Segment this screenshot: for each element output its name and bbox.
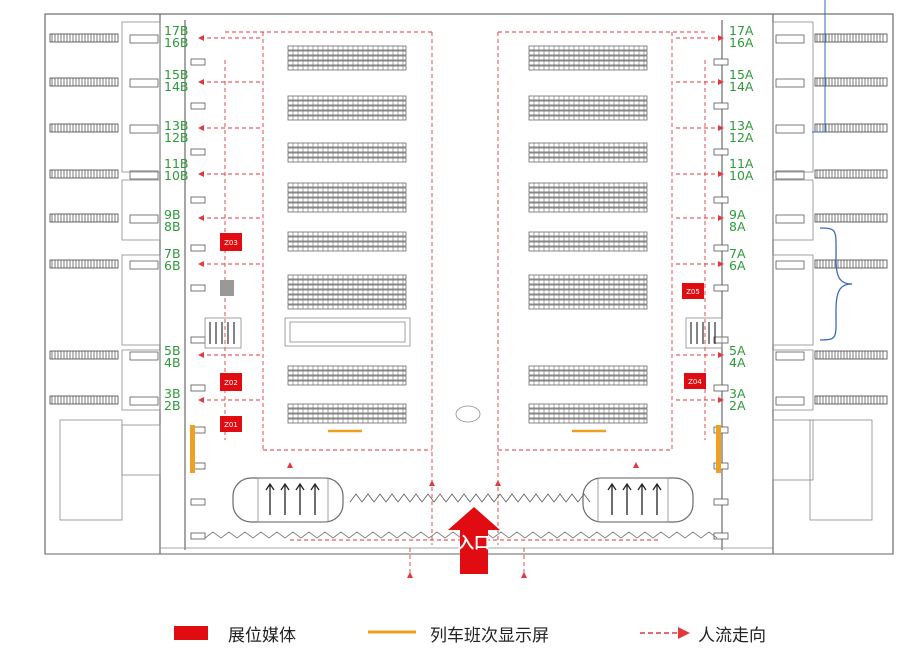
ad-booth-z04[interactable]: Z04 (684, 373, 706, 389)
gate-label-15A: 15A (729, 67, 754, 82)
legend-ad-swatch (174, 626, 208, 640)
svg-text:Z01: Z01 (224, 421, 238, 429)
left-seating-area (287, 45, 407, 424)
gate-label-2B: 2B (164, 398, 181, 413)
right-escalator (582, 477, 694, 523)
ad-booth-z05[interactable]: Z05 (682, 283, 704, 299)
gate-label-8A: 8A (729, 219, 746, 234)
legend: 展位媒体 列车班次显示屏 人流走向 (174, 626, 766, 646)
gate-check-boxes (190, 58, 729, 540)
entrance-label: 入口 (458, 533, 490, 552)
ad-booth-z01[interactable]: Z01 (220, 416, 242, 432)
gate-label-7B: 7B (164, 246, 181, 261)
left-platform-tracks (49, 33, 159, 406)
gate-label-4B: 4B (164, 355, 181, 370)
gate-label-9B: 9B (164, 207, 181, 222)
gate-label-9A: 9A (729, 207, 746, 222)
gate-label-16A: 16A (729, 35, 754, 50)
gate-label-15B: 15B (164, 67, 188, 82)
gate-label-12B: 12B (164, 130, 188, 145)
gray-booth (220, 280, 234, 296)
train-display-screens (190, 425, 721, 473)
gate-label-8B: 8B (164, 219, 181, 234)
gate-label-13A: 13A (729, 118, 754, 133)
ad-booth-z02[interactable]: Z02 (220, 373, 242, 391)
building-outline (44, 13, 894, 555)
gate-label-11A: 11A (729, 156, 754, 171)
blue-annotation (812, 0, 853, 341)
gate-label-17B: 17B (164, 23, 188, 38)
left-gate-structures (59, 21, 161, 521)
left-stairs (204, 317, 242, 349)
entrance-marker[interactable]: 入口 (448, 507, 500, 574)
gate-label-11B: 11B (164, 156, 188, 171)
gate-label-17A: 17A (729, 23, 754, 38)
gate-label-3B: 3B (164, 386, 181, 401)
right-stairs (685, 317, 723, 349)
legend-display-label: 列车班次显示屏 (430, 626, 549, 646)
legend-flow-label: 人流走向 (698, 626, 766, 646)
legend-ad-label: 展位媒体 (228, 626, 296, 646)
gate-label-6B: 6B (164, 258, 181, 273)
gate-label-14B: 14B (164, 79, 188, 94)
gate-label-10A: 10A (729, 168, 754, 183)
gate-label-3A: 3A (729, 386, 746, 401)
gate-label-12A: 12A (729, 130, 754, 145)
svg-text:Z03: Z03 (224, 239, 238, 247)
right-seating-area (528, 45, 648, 424)
info-desk (284, 317, 411, 347)
right-platform-tracks (775, 33, 888, 406)
gate-label-16B: 16B (164, 35, 188, 50)
gate-label-10B: 10B (164, 168, 188, 183)
legend-flow-arrow-icon (678, 627, 690, 639)
center-kiosk (455, 405, 481, 423)
gate-label-13B: 13B (164, 118, 188, 133)
gate-label-5B: 5B (164, 343, 181, 358)
gate-label-5A: 5A (729, 343, 746, 358)
gate-label-2A: 2A (729, 398, 746, 413)
gate-label-4A: 4A (729, 355, 746, 370)
svg-text:Z05: Z05 (686, 288, 700, 296)
left-escalator (232, 477, 344, 523)
svg-text:Z04: Z04 (688, 378, 702, 386)
gate-label-6A: 6A (729, 258, 746, 273)
right-gate-structures (772, 21, 873, 521)
gate-label-7A: 7A (729, 246, 746, 261)
gate-label-14A: 14A (729, 79, 754, 94)
svg-text:Z02: Z02 (224, 379, 238, 387)
ad-booth-z03[interactable]: Z03 (220, 233, 242, 251)
